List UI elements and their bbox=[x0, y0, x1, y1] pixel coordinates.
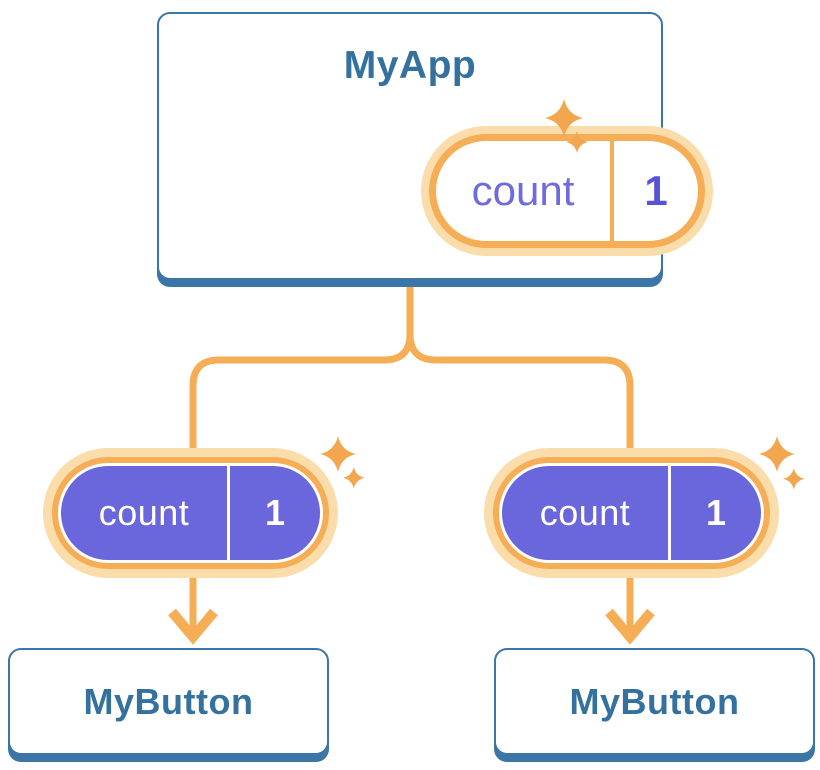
passed-state-pill-right: count 1 bbox=[484, 448, 779, 578]
pill-ring: count 1 bbox=[429, 134, 705, 248]
child-component-card-left: MyButton bbox=[8, 648, 329, 755]
sparkle-icon bbox=[545, 99, 589, 154]
arrow-down-icon bbox=[168, 608, 218, 645]
arrow-down-icon bbox=[605, 608, 655, 645]
branch-right-line bbox=[406, 287, 634, 465]
child-component-card-right: MyButton bbox=[494, 648, 815, 755]
pill-divider bbox=[610, 141, 614, 241]
state-value: 1 bbox=[705, 492, 727, 533]
state-label: count bbox=[539, 492, 631, 533]
pill-body: count 1 bbox=[499, 463, 764, 563]
root-state-pill: count 1 bbox=[421, 126, 713, 256]
sparkle-icon bbox=[759, 436, 805, 490]
sparkle-icon bbox=[320, 436, 365, 489]
state-label: count bbox=[471, 167, 575, 214]
pill-body: count 1 bbox=[436, 141, 698, 241]
pill-divider bbox=[227, 466, 230, 560]
pill-ring: count 1 bbox=[52, 457, 329, 569]
pill-divider bbox=[668, 466, 671, 560]
pill-ring: count 1 bbox=[493, 457, 770, 569]
root-component-title: MyApp bbox=[343, 44, 477, 87]
passed-state-pill-left: count 1 bbox=[43, 448, 338, 578]
state-value: 1 bbox=[264, 492, 286, 533]
state-value: 1 bbox=[644, 167, 668, 214]
child-component-title: MyButton bbox=[83, 680, 254, 722]
child-component-title: MyButton bbox=[569, 680, 740, 722]
state-label: count bbox=[98, 492, 190, 533]
pill-body: count 1 bbox=[58, 463, 323, 563]
